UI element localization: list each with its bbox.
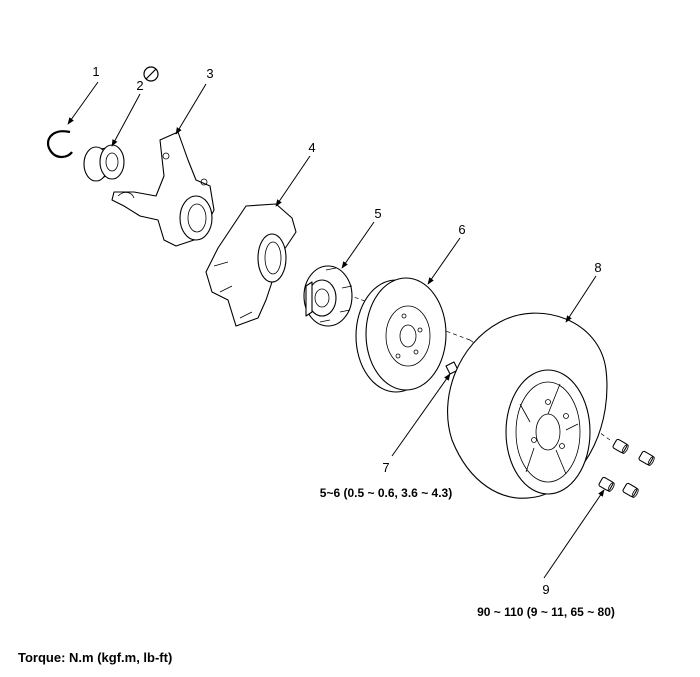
steering-knuckle <box>111 131 215 247</box>
callout-2: 2 <box>136 78 143 93</box>
callout-5: 5 <box>374 206 381 221</box>
leader-1 <box>67 81 99 125</box>
torque-units-caption: Torque: N.m (kgf.m, lb-ft) <box>18 650 173 665</box>
callout-3: 3 <box>206 66 213 81</box>
leader-9 <box>543 489 605 579</box>
torque-spec-7: 5~6 (0.5 ~ 0.6, 3.6 ~ 4.3) <box>320 486 452 500</box>
callout-7: 7 <box>382 460 389 475</box>
snap-ring <box>46 130 73 159</box>
wheel-lug-nuts <box>598 438 655 498</box>
leader-4 <box>275 155 311 207</box>
leader-3 <box>175 83 207 135</box>
wheel-bearing <box>83 144 125 182</box>
callout-1: 1 <box>92 64 99 79</box>
dust-cover <box>205 203 297 327</box>
callout-4: 4 <box>308 140 315 155</box>
callout-6: 6 <box>458 222 465 237</box>
torque-spec-9: 90 ~ 110 (9 ~ 11, 65 ~ 80) <box>477 605 615 619</box>
leader-8 <box>565 275 597 323</box>
brake-disc <box>355 277 447 393</box>
callout-9: 9 <box>542 582 549 597</box>
do-not-reuse-icon <box>143 66 159 82</box>
leader-2 <box>111 93 141 147</box>
tire-and-wheel <box>447 312 608 499</box>
leader-7 <box>391 373 451 457</box>
callout-8: 8 <box>594 260 601 275</box>
wheel-hub <box>303 265 353 327</box>
leader-5 <box>341 221 375 269</box>
leader-6 <box>427 237 461 285</box>
